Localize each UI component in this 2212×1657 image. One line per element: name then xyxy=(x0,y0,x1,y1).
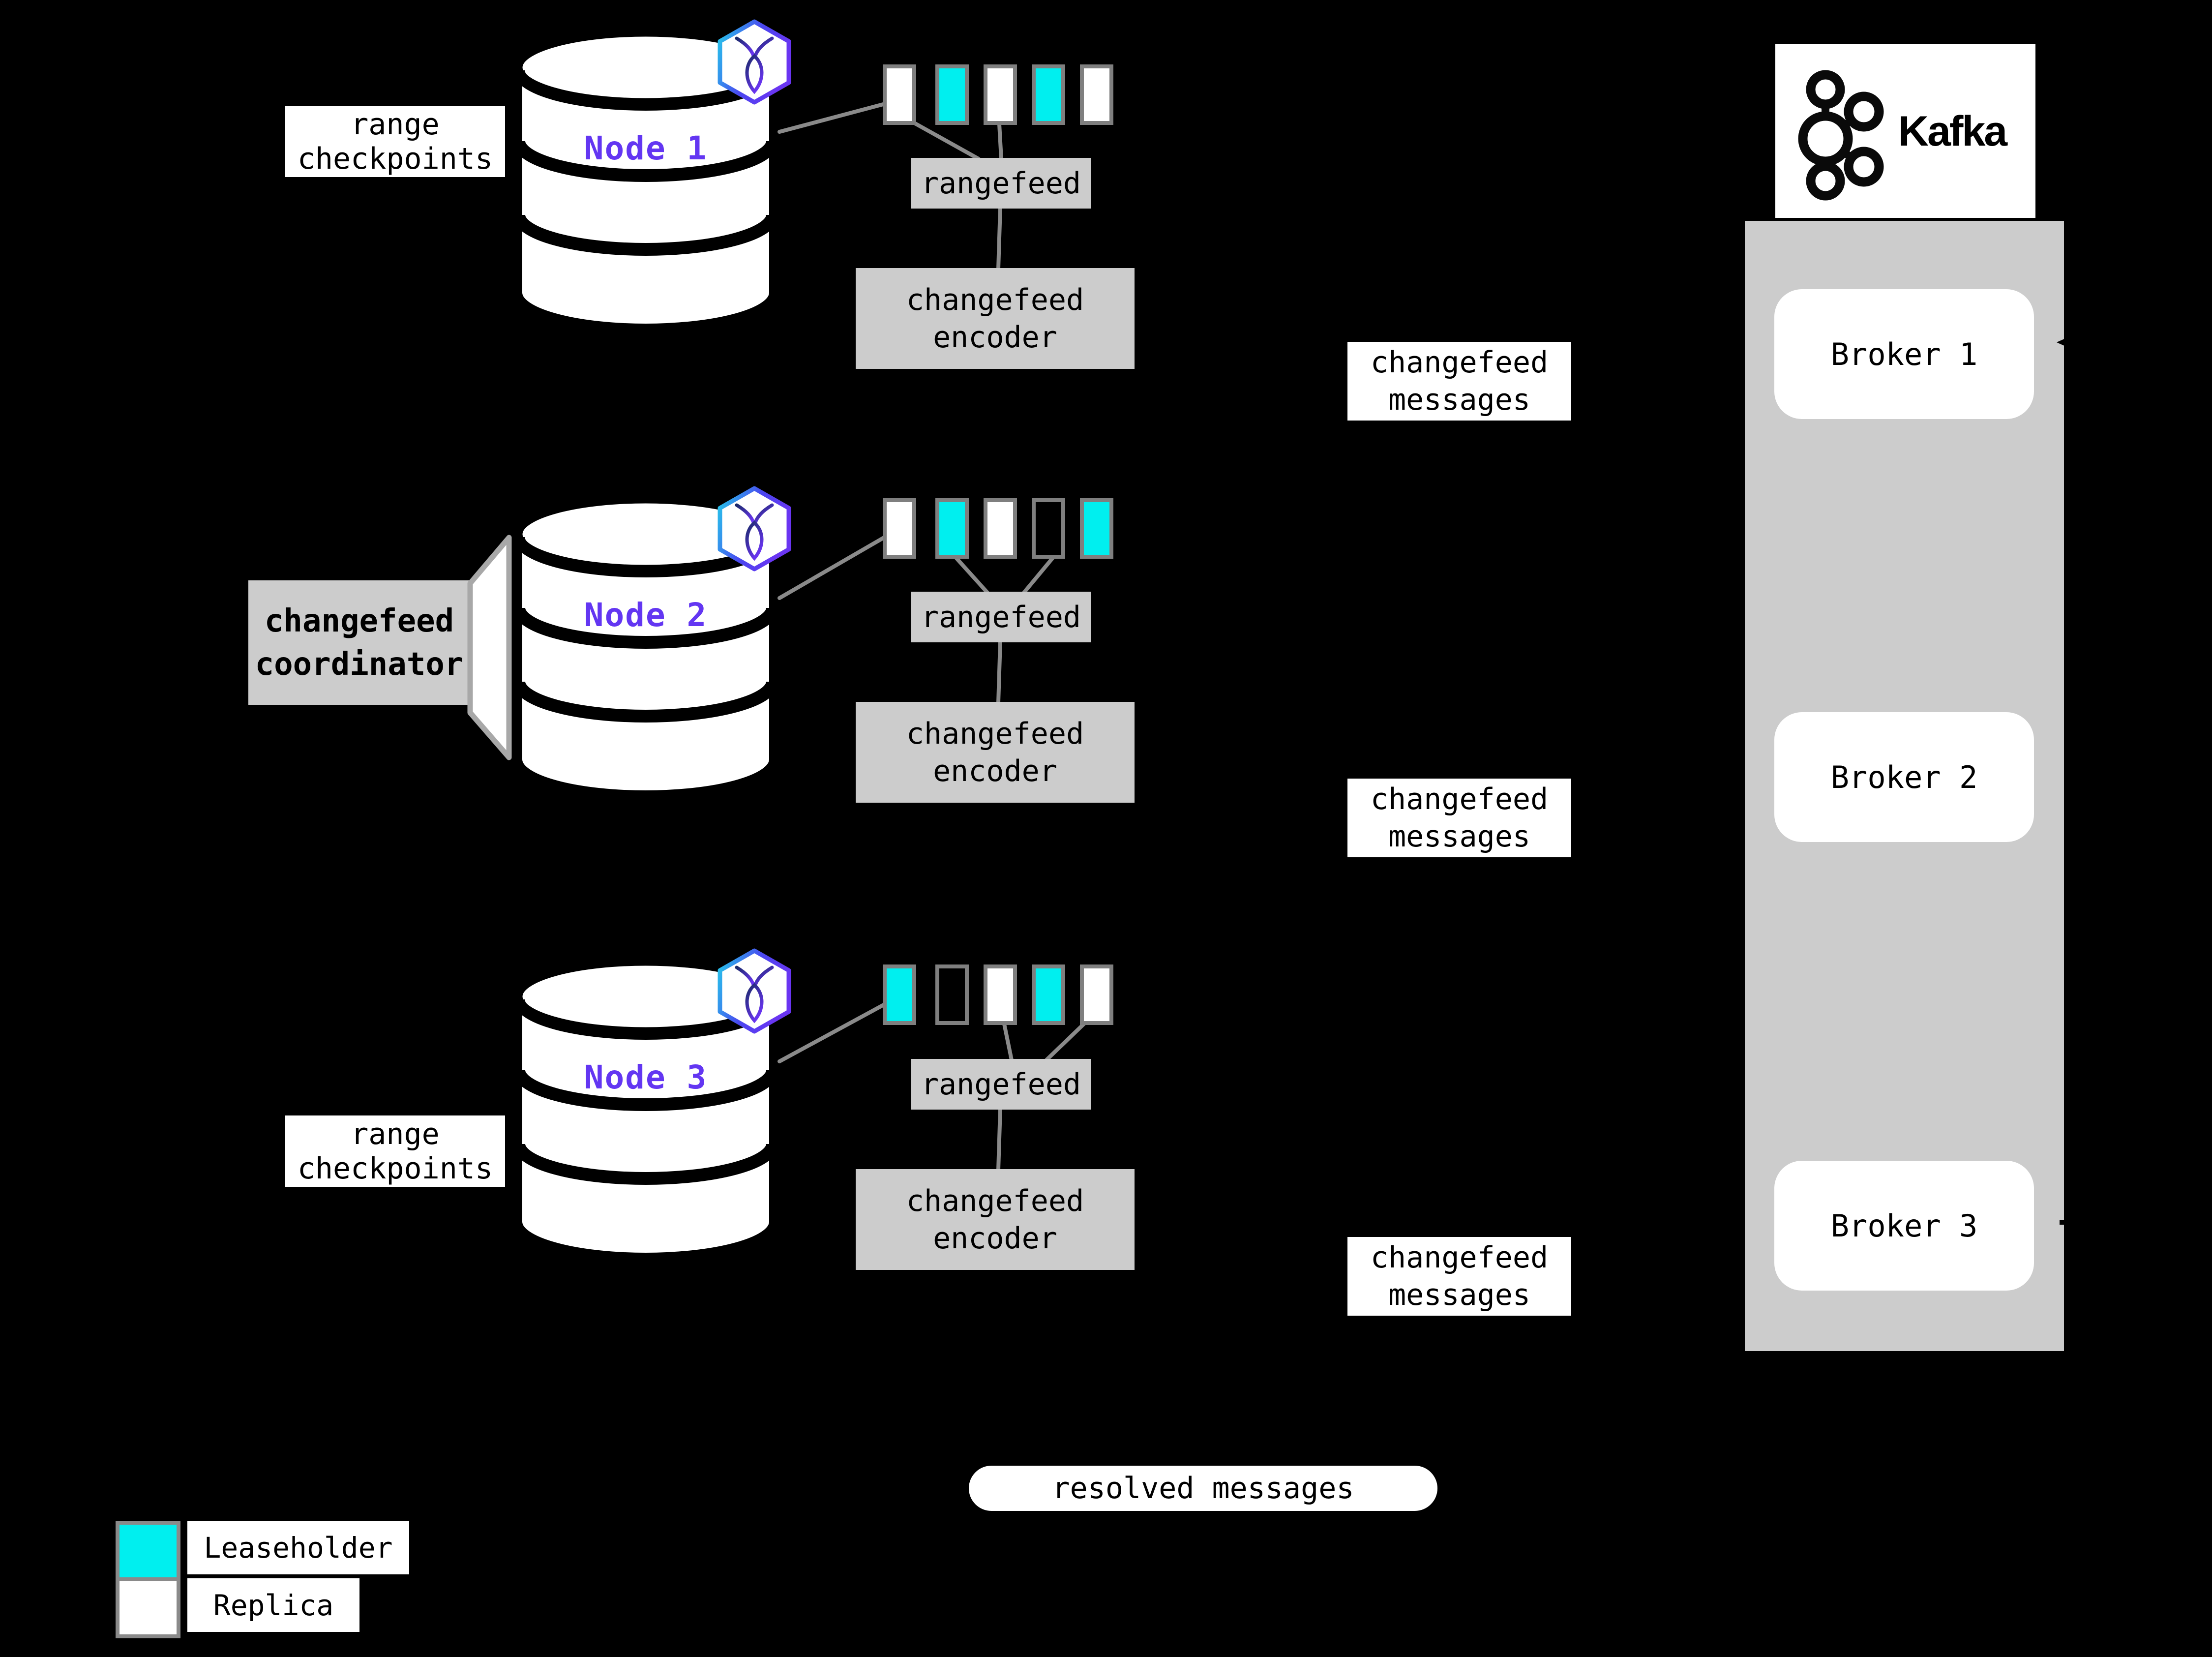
coordinator-pointer xyxy=(467,535,512,760)
range-checkpoints-line2: checkpoints xyxy=(297,1151,493,1186)
changefeed-messages-line1: changefeed xyxy=(1370,345,1549,380)
coordinator-line2: coordinator xyxy=(255,646,464,683)
legend-replica-label: Replica xyxy=(187,1578,359,1632)
legend-replica-swatch xyxy=(116,1577,180,1638)
node-3-connector-range-rangefeed-a xyxy=(1002,1022,1014,1062)
node-2-range-3 xyxy=(984,498,1017,559)
encoder-label-line2: encoder xyxy=(933,1221,1057,1256)
legend-leaseholder-label: Leaseholder xyxy=(187,1521,409,1574)
node-1-range-3 xyxy=(984,64,1017,125)
encoder-label-line2: encoder xyxy=(933,753,1057,788)
node-1-name: Node 1 xyxy=(584,129,708,167)
broker-3: Broker 3 xyxy=(1774,1161,2034,1291)
encoder-label-line1: changefeed xyxy=(906,1183,1084,1218)
range-checkpoints-label-1: range checkpoints xyxy=(285,106,505,177)
node-3-range-5 xyxy=(1080,964,1113,1025)
node-3-cylinder xyxy=(519,962,773,1256)
rangefeed-label: rangefeed xyxy=(921,600,1081,634)
broker-2-label: Broker 2 xyxy=(1830,759,1978,795)
changefeed-coordinator-box xyxy=(248,580,470,705)
node-2-connector-range-rangefeed-b xyxy=(1022,556,1055,595)
range-checkpoints-line1: range xyxy=(351,1116,440,1151)
range-checkpoints-line1: range xyxy=(351,107,440,142)
node-1-connector-rangefeed-encoder xyxy=(996,206,1002,271)
replica-text: Replica xyxy=(213,1588,334,1622)
node-2-cylinder xyxy=(519,500,773,794)
node-1-connector-range-rangefeed-a xyxy=(912,121,981,161)
changefeed-messages-line2: messages xyxy=(1388,819,1530,854)
node-2-encoder-box: changefeed encoder xyxy=(856,702,1135,803)
node-2-range-1 xyxy=(883,498,916,559)
node-3-name: Node 3 xyxy=(584,1058,708,1096)
node-2-range-4 xyxy=(1032,498,1065,559)
cockroachdb-badge-icon xyxy=(720,951,789,1031)
node-3-rangefeed-box: rangefeed xyxy=(911,1059,1091,1110)
node-3-connector-cylinder-range xyxy=(777,1000,890,1063)
encoder-label-line2: encoder xyxy=(933,320,1057,355)
broker-2: Broker 2 xyxy=(1774,712,2034,842)
changefeed-messages-label-1: changefeed messages xyxy=(1347,342,1571,421)
node-1-cylinder xyxy=(519,33,773,327)
node-3-range-2 xyxy=(935,964,969,1025)
node-1-connector-cylinder-range xyxy=(777,102,885,134)
range-checkpoints-line2: checkpoints xyxy=(297,141,493,176)
node-3-range-4 xyxy=(1032,964,1065,1025)
node-1-range-4 xyxy=(1032,64,1065,125)
encoder-label-line1: changefeed xyxy=(906,282,1084,317)
coordinator-line1: changefeed xyxy=(264,603,454,639)
cockroachdb-badge-icon xyxy=(720,488,789,569)
node-1-range-1 xyxy=(883,64,916,125)
node-1-range-5 xyxy=(1080,64,1113,125)
leaseholder-text: Leaseholder xyxy=(204,1531,393,1565)
range-checkpoints-label-2: range checkpoints xyxy=(285,1115,505,1187)
node-2-connector-range-rangefeed-a xyxy=(954,556,989,595)
node-1-rangefeed-box: rangefeed xyxy=(911,158,1091,209)
encoder-label-line1: changefeed xyxy=(906,716,1084,751)
changefeed-coordinator-label: changefeed coordinator xyxy=(248,580,470,705)
node-3-connector-rangefeed-encoder xyxy=(996,1107,1002,1172)
node-3-connector-range-rangefeed-b xyxy=(1045,1021,1087,1062)
node-2-range-2 xyxy=(935,498,969,559)
node-2-name: Node 2 xyxy=(584,596,708,634)
node-3-range-3 xyxy=(984,964,1017,1025)
rangefeed-label: rangefeed xyxy=(921,166,1081,201)
changefeed-messages-label-3: changefeed messages xyxy=(1347,1237,1571,1316)
changefeed-messages-line1: changefeed xyxy=(1370,1240,1549,1275)
node-2-rangefeed-box: rangefeed xyxy=(911,592,1091,642)
node-2-range-5 xyxy=(1080,498,1113,559)
changefeed-messages-label-2: changefeed messages xyxy=(1347,779,1571,857)
kafka-wordmark: Kafka xyxy=(1898,107,2007,155)
node-2-connector-rangefeed-encoder xyxy=(996,639,1002,705)
changefeed-messages-line2: messages xyxy=(1388,1278,1530,1312)
broker-1-label: Broker 1 xyxy=(1830,336,1978,372)
node-2-connector-cylinder-range xyxy=(777,533,890,600)
node-3-range-1 xyxy=(883,964,916,1025)
changefeed-messages-line2: messages xyxy=(1388,383,1530,417)
node-1-range-2 xyxy=(935,64,969,125)
broker-3-label: Broker 3 xyxy=(1830,1207,1978,1244)
cockroachdb-badge-icon xyxy=(720,22,789,102)
resolved-messages-pill: resolved messages xyxy=(969,1466,1437,1511)
broker-1: Broker 1 xyxy=(1774,289,2034,419)
rangefeed-label: rangefeed xyxy=(921,1067,1081,1102)
legend-leaseholder-swatch xyxy=(116,1521,180,1581)
node-3-encoder-box: changefeed encoder xyxy=(856,1169,1135,1270)
node-1-connector-range-rangefeed-b xyxy=(997,122,1003,161)
changefeed-messages-line1: changefeed xyxy=(1370,782,1549,816)
node-1-encoder-box: changefeed encoder xyxy=(856,268,1135,369)
resolved-messages-label: resolved messages xyxy=(1052,1471,1354,1506)
